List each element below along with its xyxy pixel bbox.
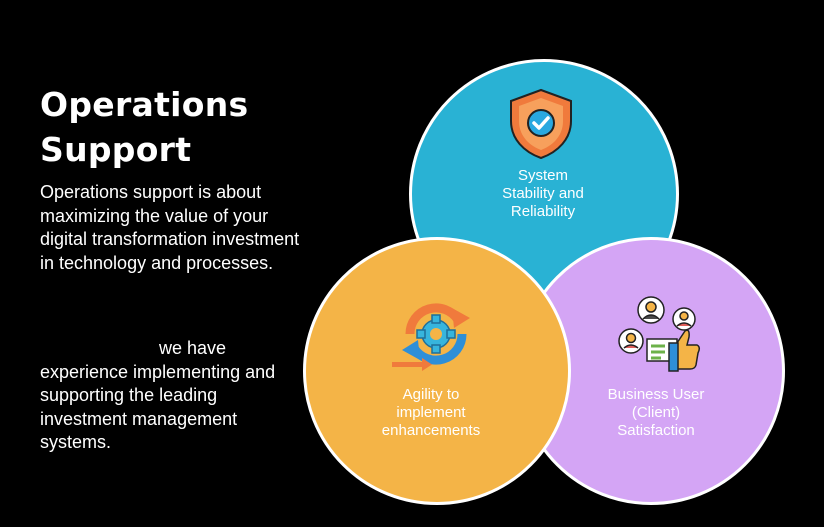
shield-check-icon [510, 88, 572, 160]
page-title: Operations Support [40, 85, 249, 169]
system-stability-label: System Stability and Reliability [502, 167, 584, 220]
gear-cycle-icon [392, 303, 470, 371]
experience-paragraph: we have experience implementing and supp… [40, 337, 302, 455]
business-satisfaction-label: Business User (Client) Satisfaction [607, 386, 705, 439]
intro-paragraph: Operations support is about maximizing t… [40, 182, 300, 273]
agility-label: Agility to implement enhancements [381, 386, 481, 439]
agility-circle [303, 237, 571, 505]
redacted-text [40, 343, 154, 356]
experience-text: we have experience implementing and supp… [40, 338, 276, 452]
users-thumbs-up-icon [618, 296, 701, 372]
